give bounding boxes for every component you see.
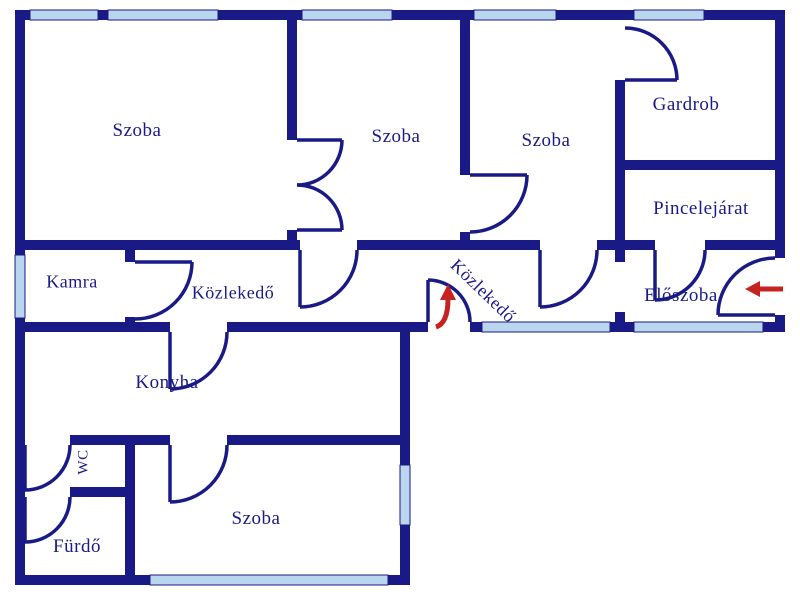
door-arc (654, 249, 707, 302)
room-label-kozlekedo-1: Közlekedő (191, 282, 275, 303)
door-arc (299, 249, 359, 309)
window (633, 9, 705, 21)
room-label-szoba-4: Szoba (231, 508, 281, 529)
room-label-szoba-3: Szoba (521, 130, 571, 151)
room-label-eloszoba: Előszoba (644, 285, 718, 306)
door-arc (469, 174, 529, 234)
window (473, 9, 557, 21)
door-arc (296, 139, 344, 187)
doors-layer (23, 26, 776, 544)
window (301, 9, 393, 21)
window (107, 9, 219, 21)
window (399, 464, 411, 526)
door-arc (716, 256, 776, 316)
room-label-kamra: Kamra (46, 271, 98, 292)
door-arc (24, 444, 72, 492)
door-arc (624, 26, 679, 81)
door-arc (169, 444, 229, 504)
door-arc (24, 496, 72, 544)
door-arc (296, 183, 344, 231)
door-arc (169, 331, 229, 391)
window (14, 254, 26, 319)
room-label-szoba-2: Szoba (371, 126, 421, 147)
window (633, 321, 764, 333)
window (29, 9, 99, 21)
entrance-arrow-left-icon (745, 281, 783, 297)
room-label-pincelejarat: Pincelejárat (653, 198, 749, 219)
room-label-szoba-1: Szoba (112, 120, 162, 141)
door-arc (134, 261, 194, 321)
room-label-gardrob: Gardrob (652, 94, 720, 115)
window (149, 574, 389, 586)
entrance-arrow-up-icon (434, 284, 456, 330)
walls-layer (15, 10, 785, 585)
door-arc (539, 249, 599, 309)
door-arc (427, 278, 472, 323)
room-label-wc: WC (75, 449, 92, 475)
room-label-konyha: Konyha (135, 372, 199, 393)
room-label-furdo: Fürdő (53, 536, 101, 557)
